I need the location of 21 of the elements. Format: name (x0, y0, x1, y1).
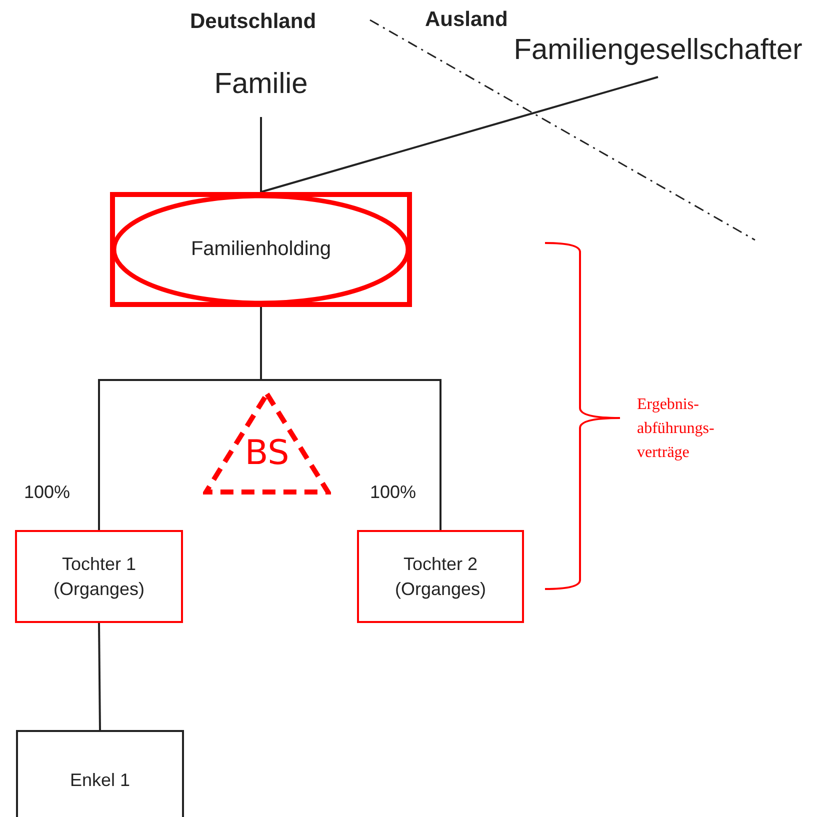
bracket-note: Ergebnis- abführungs- verträge (637, 395, 716, 463)
node-text: Tochter 2 (Organges) (394, 553, 488, 601)
percentage-label: 100% (370, 482, 416, 503)
company-box (15, 530, 183, 623)
node-text: Familienholding (190, 238, 332, 261)
holding-box (110, 192, 412, 307)
dashed-triangle (203, 390, 331, 495)
node-text: Enkel 1 (70, 770, 130, 790)
node-text: Familie (214, 68, 308, 100)
node-text: BS (244, 433, 290, 473)
company-box (357, 530, 524, 623)
node-text: Familiengesellschafter (514, 34, 802, 66)
connector-line (260, 76, 658, 193)
percentage-label: 100% (24, 482, 70, 503)
region-label: Ausland (425, 8, 508, 32)
node-text: Tochter 1 (Organges) (52, 553, 146, 601)
connector-line (260, 307, 442, 530)
connector-line (98, 622, 101, 730)
connector-line (260, 117, 262, 192)
region-label: Deutschland (190, 10, 316, 34)
company-box (16, 730, 184, 817)
